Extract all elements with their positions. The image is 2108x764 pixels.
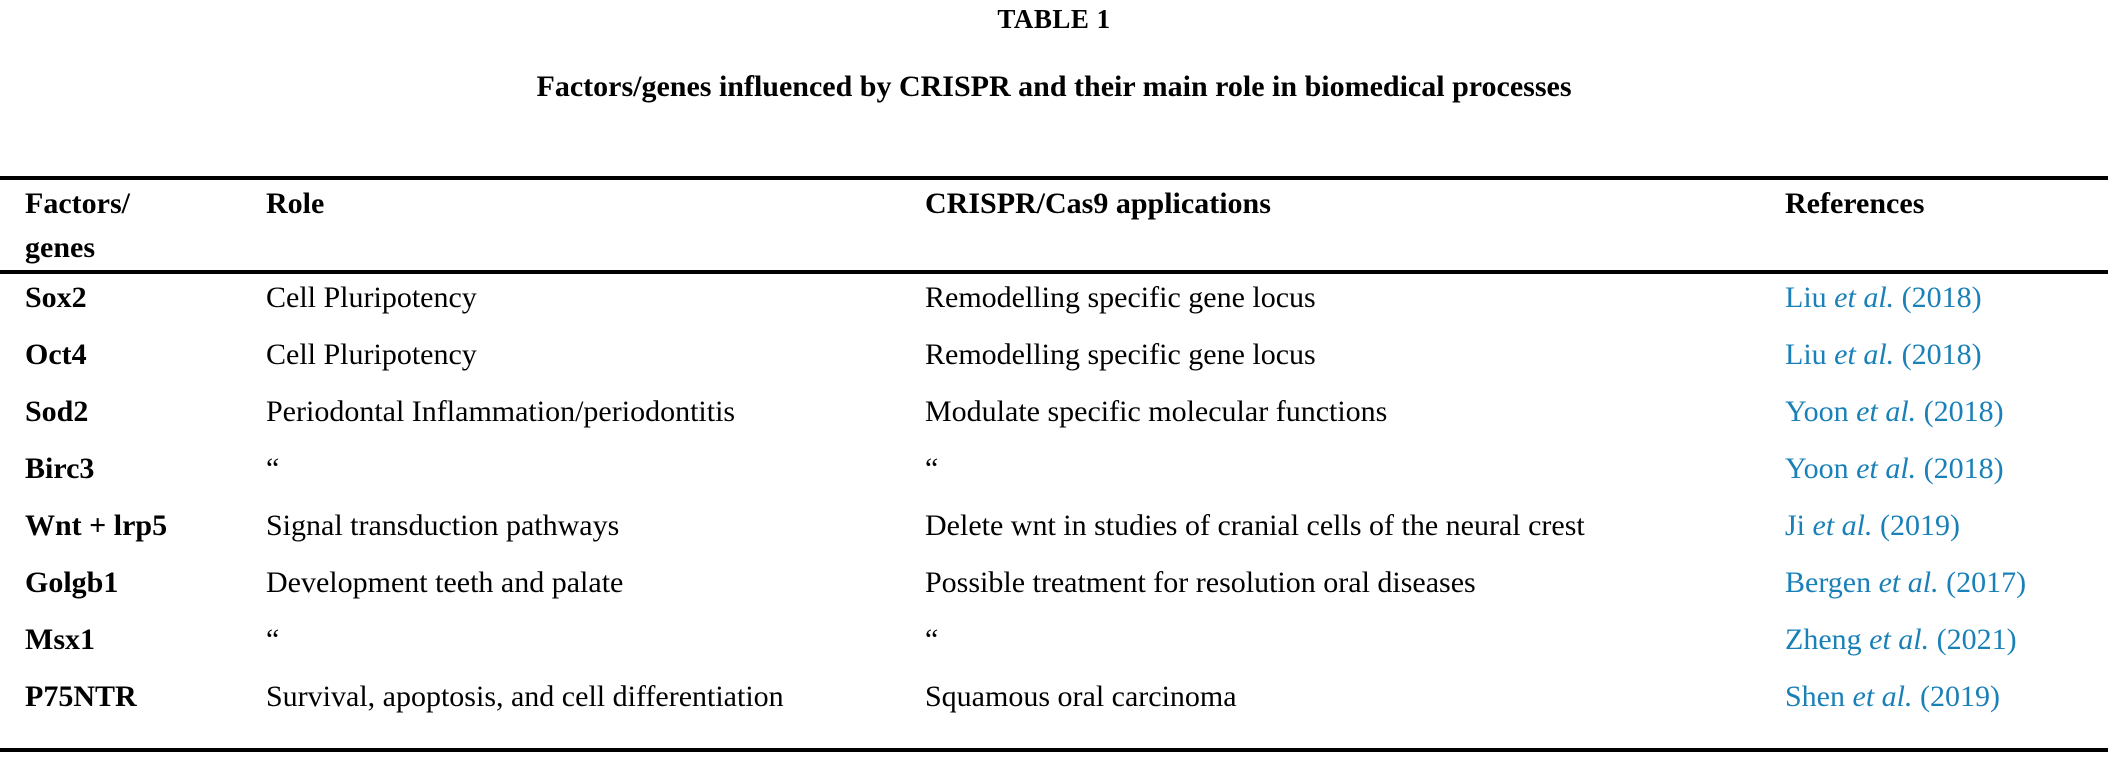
reference-etal: et al. — [1834, 338, 1895, 371]
cell-role: Development teeth and palate — [266, 566, 624, 599]
cell-reference-link[interactable]: Bergen et al. (2017) — [1785, 563, 2105, 603]
cell-reference-link[interactable]: Shen et al. (2019) — [1785, 677, 2105, 717]
table-row: Sox2 Cell Pluripotency Remodelling specifi… — [0, 278, 2108, 335]
table-row: P75NTR Survival, apoptosis, and cell diff… — [0, 677, 2108, 734]
reference-year: (2018) — [1916, 395, 2004, 428]
cell-crispr-application: “ — [925, 452, 939, 485]
table-bottom-rule — [0, 748, 2108, 752]
table-header-rule — [0, 270, 2108, 274]
cell-role: “ — [266, 623, 280, 656]
cell-gene: Msx1 — [25, 623, 95, 656]
reference-etal: et al. — [1856, 452, 1917, 485]
reference-author: Bergen — [1785, 566, 1879, 599]
cell-reference-link[interactable]: Liu et al. (2018) — [1785, 278, 2105, 318]
cell-role: Cell Pluripotency — [266, 338, 477, 371]
cell-reference-link[interactable]: Yoon et al. (2018) — [1785, 392, 2105, 432]
table-header-row: Factors/ genes Role CRISPR/Cas9 applicat… — [0, 182, 2108, 270]
reference-etal: et al. — [1856, 395, 1917, 428]
column-header-factors-genes: Factors/ genes — [25, 187, 130, 264]
reference-author: Yoon — [1785, 395, 1857, 428]
cell-crispr-application: Delete wnt in studies of cranial cells o… — [925, 509, 1585, 542]
table-number-caption: TABLE 1 — [997, 4, 1111, 34]
cell-crispr-application: “ — [925, 623, 939, 656]
table-row: Oct4 Cell Pluripotency Remodelling specifi… — [0, 335, 2108, 392]
table-row: Birc3 “ “ Yoon et al. (2018) — [0, 449, 2108, 506]
cell-gene: Wnt + lrp5 — [25, 509, 168, 542]
cell-gene: Oct4 — [25, 338, 87, 371]
cell-gene: Sod2 — [25, 395, 89, 428]
cell-crispr-application: Remodelling specific gene locus — [925, 281, 1316, 314]
reference-etal: et al. — [1869, 623, 1930, 656]
reference-author: Shen — [1785, 680, 1853, 713]
cell-reference-link[interactable]: Yoon et al. (2018) — [1785, 449, 2105, 489]
reference-etal: et al. — [1878, 566, 1939, 599]
cell-gene: Sox2 — [25, 281, 87, 314]
cell-crispr-application: Modulate specific molecular functions — [925, 395, 1388, 428]
table-row: Golgb1 Development teeth and palate Possib… — [0, 563, 2108, 620]
table-row: Msx1 “ “ Zheng et al. (2021) — [0, 620, 2108, 677]
cell-reference-link[interactable]: Liu et al. (2018) — [1785, 335, 2105, 375]
reference-author: Zheng — [1785, 623, 1870, 656]
reference-year: (2018) — [1894, 281, 1982, 314]
reference-year: (2019) — [1912, 680, 2000, 713]
reference-author: Liu — [1785, 281, 1835, 314]
reference-etal: et al. — [1834, 281, 1895, 314]
table-row: Sod2 Periodontal Inflammation/periodontit… — [0, 392, 2108, 449]
reference-year: (2018) — [1894, 338, 1982, 371]
column-header-crispr-applications: CRISPR/Cas9 applications — [925, 187, 1271, 220]
cell-reference-link[interactable]: Zheng et al. (2021) — [1785, 620, 2105, 660]
reference-etal: et al. — [1812, 509, 1873, 542]
table-row: Wnt + lrp5 Signal transduction pathways De… — [0, 506, 2108, 563]
cell-reference-link[interactable]: Ji et al. (2019) — [1785, 506, 2105, 546]
table-title-caption: Factors/genes influenced by CRISPR and t… — [536, 70, 1572, 103]
reference-year: (2018) — [1916, 452, 2004, 485]
cell-role: “ — [266, 452, 280, 485]
reference-author: Ji — [1785, 509, 1813, 542]
reference-author: Liu — [1785, 338, 1835, 371]
cell-gene: Golgb1 — [25, 566, 119, 599]
cell-role: Cell Pluripotency — [266, 281, 477, 314]
cell-crispr-application: Remodelling specific gene locus — [925, 338, 1316, 371]
cell-role: Signal transduction pathways — [266, 509, 620, 542]
column-header-role: Role — [266, 187, 325, 220]
table-top-rule — [0, 176, 2108, 180]
cell-role: Periodontal Inflammation/periodontitis — [266, 395, 736, 428]
cell-gene: P75NTR — [25, 680, 137, 713]
reference-author: Yoon — [1785, 452, 1857, 485]
cell-role: Survival, apoptosis, and cell differenti… — [266, 680, 784, 713]
cell-crispr-application: Squamous oral carcinoma — [925, 680, 1237, 713]
reference-year: (2019) — [1872, 509, 1960, 542]
reference-etal: et al. — [1852, 680, 1913, 713]
reference-year: (2017) — [1938, 566, 2027, 599]
reference-year: (2021) — [1929, 623, 2017, 656]
cell-crispr-application: Possible treatment for resolution oral d… — [925, 566, 1476, 599]
column-header-references: References — [1785, 187, 1925, 220]
cell-gene: Birc3 — [25, 452, 95, 485]
